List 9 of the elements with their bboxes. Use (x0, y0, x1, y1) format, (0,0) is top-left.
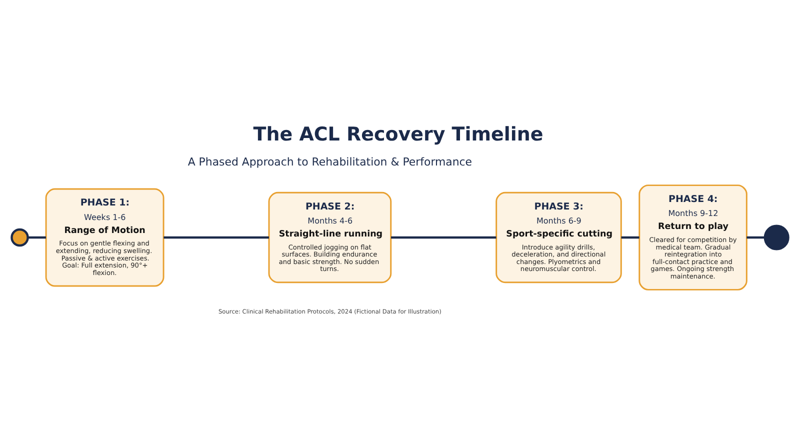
connector (28, 236, 46, 238)
label: A Phased Approach to Rehabilitation & Performance (188, 155, 472, 168)
diagram-title: The ACL Recovery Timeline (253, 122, 544, 145)
node-circle (764, 224, 790, 250)
connector (621, 236, 640, 238)
connector (391, 236, 496, 238)
connector (746, 236, 765, 238)
connector (164, 236, 269, 238)
node-circle (10, 228, 29, 246)
